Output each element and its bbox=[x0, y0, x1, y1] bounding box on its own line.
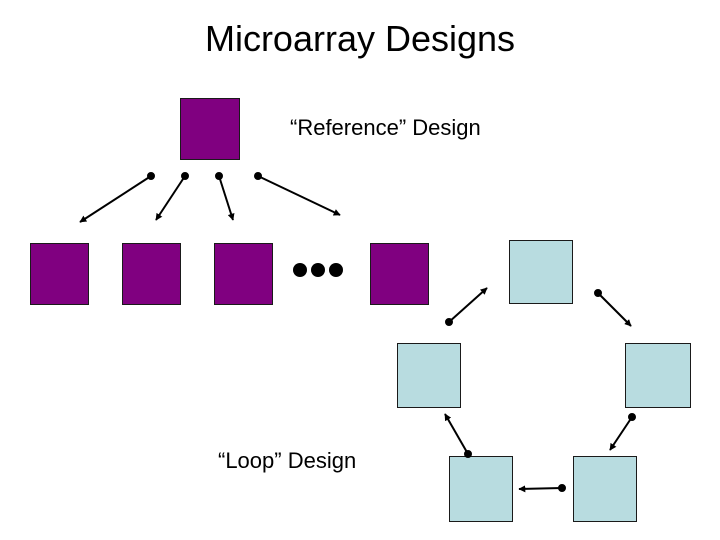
sample-box-4 bbox=[370, 243, 429, 305]
sample-box-3 bbox=[214, 243, 273, 305]
arrow-tail-dot bbox=[147, 172, 155, 180]
loop-box-left bbox=[397, 343, 461, 408]
loop-box-bottom-right bbox=[573, 456, 637, 522]
arrow-tail-dot bbox=[464, 450, 472, 458]
loop-design-label: “Loop” Design bbox=[218, 448, 357, 473]
arrow-tail-dot bbox=[594, 289, 602, 297]
arrow-tail-dot bbox=[558, 484, 566, 492]
arrow-tail-dot bbox=[215, 172, 223, 180]
arrow-tail-dot bbox=[628, 413, 636, 421]
ellipsis-dot bbox=[329, 263, 343, 277]
arrow-loop-bottom-right-to-bottom-left bbox=[518, 485, 563, 493]
slide-title: Microarray Designs bbox=[204, 18, 516, 59]
ellipsis-dot bbox=[311, 263, 325, 277]
arrow-tail-dot bbox=[445, 318, 453, 326]
arrow-ref-to-sample-4 bbox=[257, 175, 341, 216]
ellipsis-dot bbox=[293, 263, 307, 277]
arrow-loop-bottom-left-to-left bbox=[444, 413, 469, 455]
loop-box-right bbox=[625, 343, 691, 408]
reference-design-label: “Reference” Design bbox=[290, 115, 481, 140]
arrow-ref-to-sample-1 bbox=[79, 175, 152, 223]
sample-box-2 bbox=[122, 243, 181, 305]
loop-box-bottom-left bbox=[449, 456, 513, 522]
arrow-ref-to-sample-3 bbox=[218, 175, 235, 221]
arrow-tail-dot bbox=[181, 172, 189, 180]
loop-box-top bbox=[509, 240, 573, 304]
arrow-loop-left-to-top bbox=[448, 287, 488, 323]
arrow-loop-right-to-bottom-right bbox=[609, 416, 633, 451]
sample-box-1 bbox=[30, 243, 89, 305]
arrow-tail-dot bbox=[254, 172, 262, 180]
arrow-loop-top-to-right bbox=[597, 292, 632, 327]
reference-box bbox=[180, 98, 240, 160]
arrow-ref-to-sample-2 bbox=[155, 175, 186, 221]
ellipsis bbox=[293, 263, 343, 277]
